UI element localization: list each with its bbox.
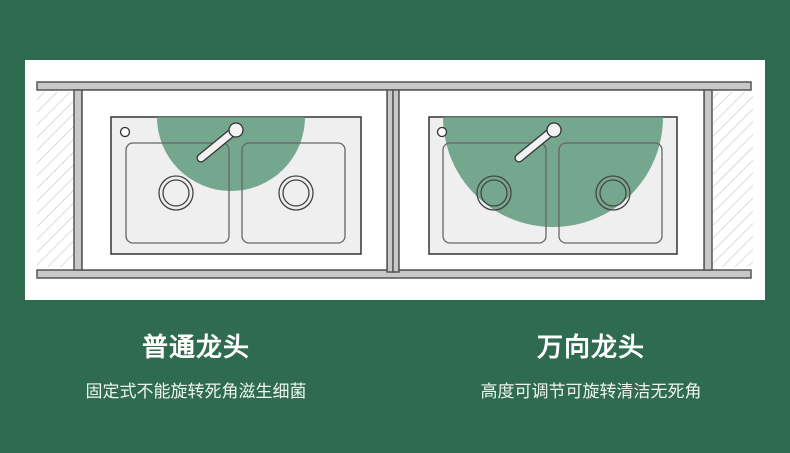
wall-right — [713, 92, 753, 267]
drain-right-1 — [476, 175, 512, 211]
drain-left-2-inner — [282, 179, 310, 207]
bowl-right-2 — [558, 142, 663, 244]
sink-fixed-faucet — [110, 116, 362, 255]
post-right — [703, 89, 713, 271]
drain-left-1-inner — [162, 179, 190, 207]
post-left — [73, 89, 83, 271]
counter-rail-top — [36, 81, 752, 91]
bowl-left-2 — [241, 142, 346, 244]
caption-title: 万向龙头 — [536, 333, 645, 363]
soap-hole — [119, 126, 131, 138]
sink-swivel-faucet — [428, 116, 678, 255]
soap-hole — [436, 126, 448, 138]
caption-description: 固定式不能旋转死角滋生细菌 — [85, 382, 307, 402]
drain-right-2 — [595, 175, 631, 211]
drain-right-2-inner — [599, 179, 627, 207]
drain-left-1 — [158, 175, 194, 211]
caption-title: 普通龙头 — [141, 333, 250, 363]
faucet-icon — [196, 122, 244, 163]
caption-fixed-faucet: 普通龙头 固定式不能旋转死角滋生细菌 — [26, 332, 366, 404]
drain-left-2 — [278, 175, 314, 211]
post-middle-a — [386, 89, 394, 273]
caption-swivel-faucet: 万向龙头 高度可调节可旋转清洁无死角 — [421, 332, 761, 404]
drain-right-1-inner — [480, 179, 508, 207]
sink-illustration-panel — [25, 60, 765, 300]
bowl-left-1 — [125, 142, 230, 244]
spray-area-swivel — [443, 117, 663, 227]
spray-area-fixed — [157, 117, 305, 191]
bowl-right-1 — [442, 142, 547, 244]
faucet-icon — [514, 122, 562, 163]
sink-illustration — [36, 81, 753, 279]
caption-description: 高度可调节可旋转清洁无死角 — [480, 382, 702, 402]
wall-left — [37, 92, 73, 267]
post-middle-b — [392, 89, 400, 273]
